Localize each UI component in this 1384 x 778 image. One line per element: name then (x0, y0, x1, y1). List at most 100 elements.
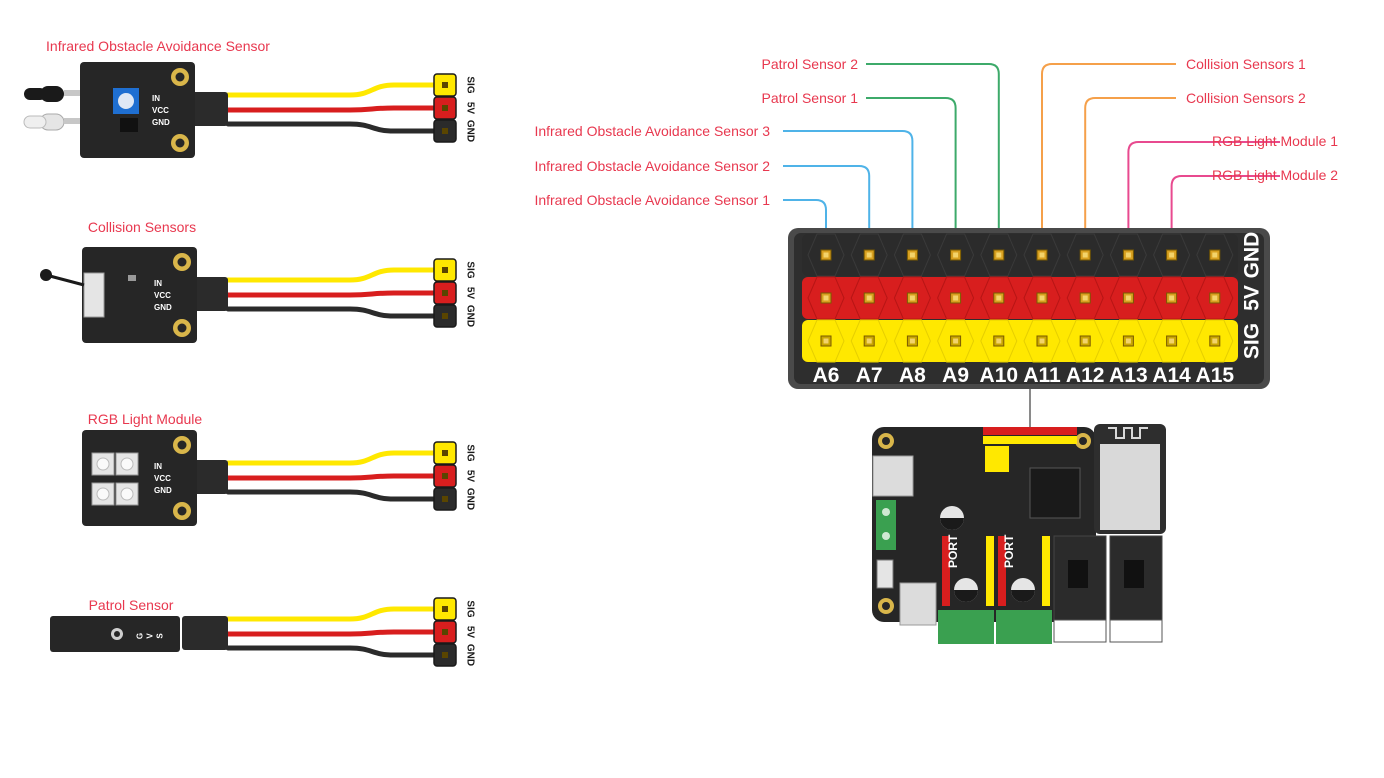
header-column-label: A13 (1109, 364, 1148, 387)
callout-line (1127, 141, 1280, 228)
wifi-shield (1100, 444, 1160, 530)
module-pin-label: S (156, 633, 165, 639)
module-pin-label: IN (154, 462, 162, 471)
module-pin-label: GND (152, 118, 170, 127)
callout-label: Collision Sensors 1 (1186, 56, 1306, 72)
board-header-red (983, 427, 1077, 435)
module-pin-label: VCC (154, 291, 171, 300)
callout-label: Infrared Obstacle Avoidance Sensor 3 (534, 123, 770, 139)
wire-sig (225, 267, 437, 283)
micro-switch (83, 272, 105, 318)
wire-vcc (225, 105, 437, 113)
callout: RGB Light Module 1 (1127, 133, 1338, 228)
callout-line (866, 97, 957, 228)
callout-line (866, 63, 1000, 228)
controller-board: PORT PORT (872, 424, 1166, 644)
module-pin-label: GND (154, 486, 172, 495)
connector-label: 5V (465, 287, 476, 300)
header-column-label: A7 (856, 364, 883, 387)
motor-terminal (938, 610, 994, 644)
wire-gnd (225, 306, 437, 319)
callout-label: RGB Light Module 2 (1212, 167, 1338, 183)
callout: RGB Light Module 2 (1170, 167, 1338, 228)
module-pin-label: IN (152, 94, 160, 103)
module-pin-label: G (136, 633, 145, 639)
connector-label: 5V (465, 470, 476, 483)
connector-label: SIG (465, 444, 476, 461)
callout-line (1041, 63, 1176, 228)
module-title: RGB Light Module (88, 411, 203, 427)
header-row-label: 5V (1241, 285, 1264, 311)
connector-label: GND (465, 644, 476, 666)
connector-label: SIG (465, 261, 476, 278)
header-column-label: A6 (813, 364, 840, 387)
module-pin-label: V (146, 633, 155, 639)
callout-label: Infrared Obstacle Avoidance Sensor 1 (534, 192, 770, 208)
callout: Collision Sensors 1 (1041, 56, 1306, 228)
connector-label: SIG (465, 600, 476, 617)
header-column-label: A11 (1023, 364, 1061, 387)
usb-port (872, 455, 914, 497)
callout-label: Patrol Sensor 1 (762, 90, 859, 106)
wire-gnd (225, 645, 437, 658)
callout: Patrol Sensor 2 (762, 56, 1000, 228)
callout-line (1084, 97, 1176, 228)
ir-emitter (40, 86, 64, 102)
port-label: PORT (1002, 534, 1016, 568)
callout-label: Infrared Obstacle Avoidance Sensor 2 (534, 158, 770, 174)
power-terminal (876, 500, 896, 550)
header-rows (802, 233, 1238, 363)
header-row-5v (802, 276, 1238, 320)
callout-line (1170, 175, 1280, 228)
header-column-label: A14 (1152, 364, 1191, 387)
header-row-label: GND (1241, 232, 1264, 279)
header-row-gnd (802, 233, 1238, 277)
header-row-sig (802, 319, 1238, 363)
module-title: Patrol Sensor (89, 597, 174, 613)
header-column-label: A9 (942, 364, 969, 387)
callout: Patrol Sensor 1 (762, 90, 957, 228)
connector-label: GND (465, 488, 476, 510)
wire-sig (225, 82, 437, 98)
mcu-chip (1029, 467, 1081, 519)
callout: Collision Sensors 2 (1084, 90, 1306, 228)
power-switch (876, 559, 894, 589)
callout-line (783, 130, 914, 228)
wire-gnd (225, 121, 437, 134)
header-column-label: A15 (1196, 364, 1235, 387)
wire-vcc (225, 629, 437, 637)
callout: Infrared Obstacle Avoidance Sensor 2 (534, 158, 871, 228)
callout-line (783, 199, 827, 228)
module-pin-label: GND (154, 303, 172, 312)
header-row-label: SIG (1241, 323, 1264, 359)
connector-label: GND (465, 305, 476, 327)
wire-connector: SIG 5V GND (433, 441, 476, 511)
motor-terminal (996, 610, 1052, 644)
module-title: Collision Sensors (88, 219, 196, 235)
port-label: PORT (946, 534, 960, 568)
wire-vcc (225, 290, 437, 298)
header-row-labels: GND 5V SIG (1241, 232, 1264, 359)
module-title: Infrared Obstacle Avoidance Sensor (46, 38, 270, 54)
wire-sig (225, 606, 437, 622)
module-pin-label: VCC (154, 474, 171, 483)
connector-label: 5V (465, 102, 476, 115)
callout: Infrared Obstacle Avoidance Sensor 3 (534, 123, 914, 228)
antenna-trace (1108, 427, 1148, 439)
module-pin-label: IN (154, 279, 162, 288)
module-pin-label: VCC (152, 106, 169, 115)
power-jack (899, 582, 937, 626)
header-column-label: A12 (1066, 364, 1105, 387)
board-header-yellow (983, 436, 1077, 444)
callout-label: Collision Sensors 2 (1186, 90, 1306, 106)
callout-label: RGB Light Module 1 (1212, 133, 1338, 149)
